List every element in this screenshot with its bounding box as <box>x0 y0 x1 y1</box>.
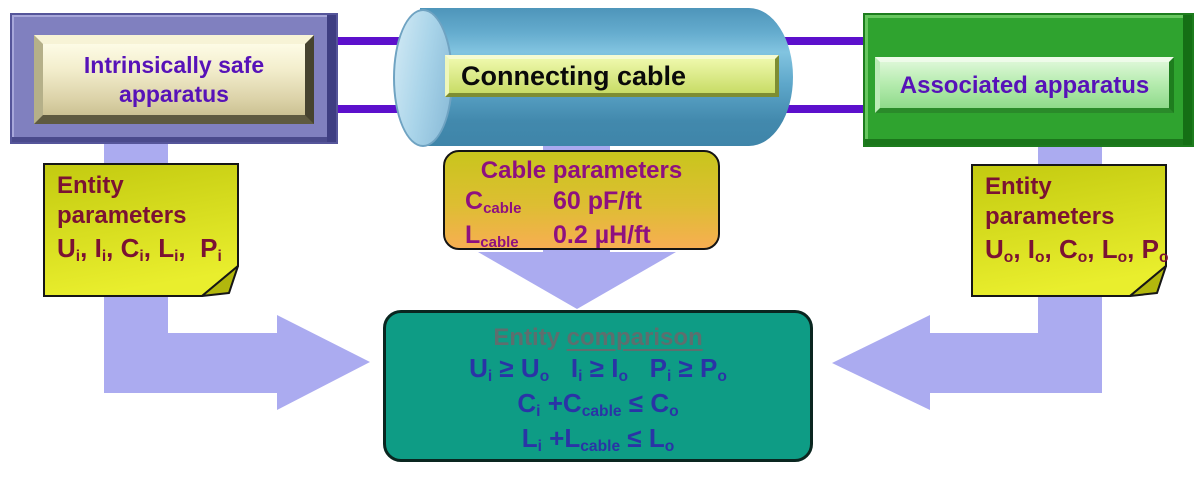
note-text: Entity parameters Ui, Ii, Ci, Li, Pi <box>57 171 222 268</box>
comparison-row-inductance: Li +Lcable ≤ Lo <box>521 423 675 455</box>
cable-parameters-box: Cable parameters Ccable 60 pF/ft Lcable … <box>443 150 720 251</box>
cable-capacitance-symbol: Ccable <box>465 187 522 217</box>
entity-comparison-title: Entity comparison <box>493 323 702 353</box>
output-parameters-list: Uo, Io, Co, Lo, Po <box>985 234 1169 266</box>
cable-parameters-title: Cable parameters <box>480 157 683 184</box>
cable-capacitance-row: Ccable 60 pF/ft <box>445 186 718 220</box>
wire-right-bottom <box>779 105 869 113</box>
cable-capacitance-value: 60 pF/ft <box>553 187 642 215</box>
connecting-cable-cylinder: Connecting cable <box>393 8 793 147</box>
wire-left-bottom <box>333 105 427 113</box>
cable-inductance-row: Lcable 0.2 µH/ft <box>445 220 718 254</box>
intrinsic-label-line2: apparatus <box>119 80 229 107</box>
intrinsic-panel: Intrinsically safe apparatus <box>34 35 314 124</box>
entity-parameters-note-input: Entity parameters Ui, Ii, Ci, Li, Pi <box>43 163 239 297</box>
connecting-cable-label: Connecting cable <box>445 55 779 97</box>
comparison-title-plain: Entity <box>493 324 567 351</box>
intrinsically-safe-apparatus-box: Intrinsically safe apparatus <box>10 13 338 144</box>
associated-apparatus-box: Associated apparatus <box>863 13 1194 147</box>
cable-inductance-value: 0.2 µH/ft <box>553 221 651 249</box>
note-text: Entity parameters Uo, Io, Co, Lo, Po <box>985 172 1169 269</box>
cable-inductance-symbol: Lcable <box>465 221 519 251</box>
note-shape <box>971 164 1167 297</box>
flow-arrow-right <box>832 290 1102 410</box>
comparison-row-uip: Ui ≥ Uo Ii ≥ Io Pi ≥ Po <box>469 353 727 385</box>
wire-right-top <box>779 37 869 45</box>
associated-label: Associated apparatus <box>899 71 1150 99</box>
note-title-line1: Entity <box>57 172 124 199</box>
note-shape <box>43 163 239 297</box>
entity-parameters-note-output: Entity parameters Uo, Io, Co, Lo, Po <box>971 164 1169 297</box>
associated-panel: Associated apparatus <box>875 57 1174 113</box>
flow-arrow-middle <box>478 252 676 309</box>
note-title-line2: parameters <box>57 202 187 229</box>
intrinsic-label-line1: Intrinsically safe <box>83 51 265 78</box>
flow-arrow-left <box>104 290 370 410</box>
entity-comparison-box: Entity comparison Ui ≥ Uo Ii ≥ Io Pi ≥ P… <box>383 310 813 462</box>
comparison-row-capacitance: Ci +Ccable ≤ Co <box>517 388 679 420</box>
comparison-title-underlined: comparison <box>566 324 703 351</box>
note-title-line1: Entity <box>985 173 1052 200</box>
input-parameters-list: Ui, Ii, Ci, Li, Pi <box>57 233 222 265</box>
cylinder-end-cap <box>393 9 453 147</box>
wire-left-top <box>333 37 427 45</box>
note-title-line2: parameters <box>985 203 1115 230</box>
